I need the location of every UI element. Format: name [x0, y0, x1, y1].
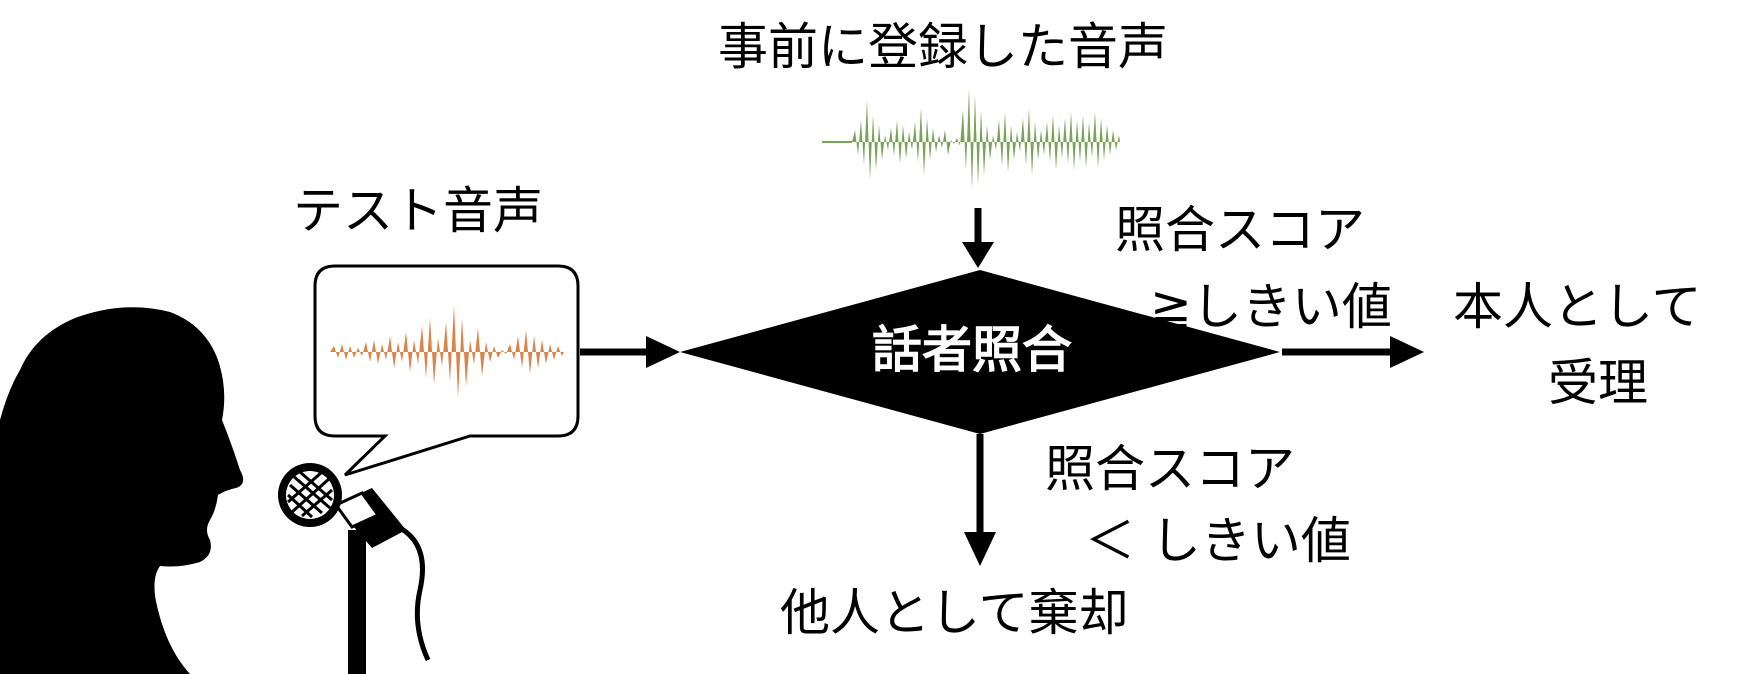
accept-result-line2: 受理 — [1548, 354, 1648, 412]
speech-bubble-icon — [313, 264, 580, 477]
reject-result-label: 他人として棄却 — [780, 584, 1129, 642]
arrow-right-to-accept-icon — [1282, 336, 1424, 368]
speaker-verification-label: 話者照合 — [872, 321, 1072, 379]
test-voice-label: テスト音声 — [293, 182, 543, 240]
accept-result-line1: 本人として — [1453, 278, 1702, 336]
reject-condition-line2: ＜ しきい値 — [1085, 512, 1351, 570]
arrow-down-to-reject-icon — [964, 434, 996, 566]
arrow-right-to-verification-icon — [580, 336, 680, 368]
test-waveform-icon — [330, 305, 564, 398]
registered-waveform-icon — [822, 88, 1120, 190]
reject-condition-line1: 照合スコア — [1045, 440, 1295, 498]
accept-condition-line1: 照合スコア — [1115, 201, 1365, 259]
registered-voice-label: 事前に登録した音声 — [718, 18, 1168, 76]
verification-diamond — [680, 270, 1280, 434]
accept-condition-line2: ≧しきい値 — [1150, 278, 1392, 336]
arrow-down-to-verification-icon — [962, 208, 994, 268]
person-silhouette-icon — [0, 307, 244, 674]
microphone-icon — [278, 463, 431, 674]
